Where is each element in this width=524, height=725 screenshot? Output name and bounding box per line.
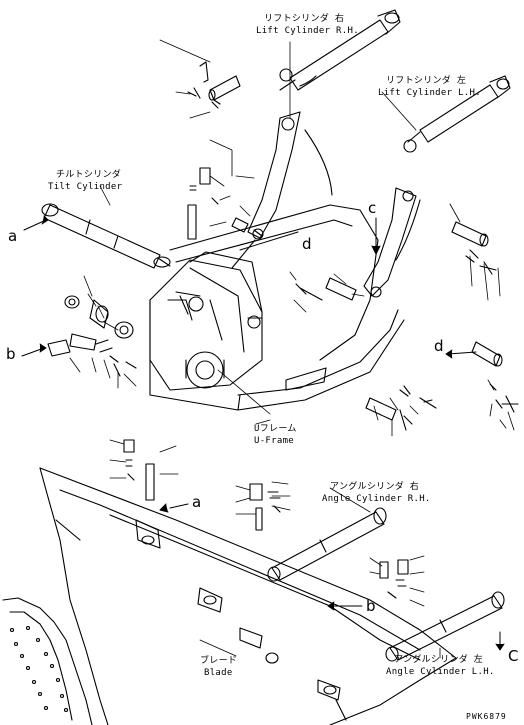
pins-upper: [187, 61, 263, 240]
angle-cylinder-rh-label-jp: アングルシリンダ 右: [330, 482, 420, 492]
angle-cylinder-lh: [385, 591, 505, 662]
callout-d-center: d: [302, 235, 312, 253]
callout-a-blade: a: [192, 493, 202, 511]
pins-blade: [123, 439, 409, 599]
callout-b-left: b: [6, 345, 16, 363]
blade-label-jp: ブレード: [200, 656, 238, 666]
angle-cylinder-rh-label-en: Angle Cylinder R.H.: [322, 494, 431, 504]
pins-right: [295, 221, 519, 431]
callout-d-right: d: [434, 337, 444, 355]
lift-arm-rh: [231, 111, 333, 269]
lift-cylinder-lh-label-jp: リフトシリンダ 左: [386, 76, 467, 86]
lift-cylinder-lh: [403, 75, 511, 153]
blade-label-en: Blade: [204, 668, 233, 678]
lift-cylinder-lh-label-en: Lift Cylinder L.H.: [378, 88, 481, 98]
lift-cylinder-rh-label-en: Lift Cylinder R.H.: [256, 26, 359, 36]
callout-a-left: a: [8, 227, 18, 245]
callout-c-upper: c: [368, 199, 377, 217]
tilt-cylinder-label-en: Tilt Cylinder: [48, 182, 123, 192]
callout-c-lower: C: [508, 647, 519, 665]
callout-arrows: [21, 215, 505, 651]
tilt-cylinder: [41, 203, 171, 269]
drawing-code: PWK6879: [466, 712, 507, 721]
blade: [2, 467, 457, 725]
angle-cylinder-lh-label-jp: アングルシリンダ 左: [394, 655, 484, 665]
pins-left: [47, 291, 201, 377]
angle-cylinder-lh-label-en: Angle Cylinder L.H.: [386, 667, 495, 677]
angle-cylinder-rh: [267, 507, 387, 582]
blade-edge-holes: [9, 625, 69, 713]
u-frame-label-jp: Uフレーム: [254, 424, 297, 434]
u-frame-label-en: U-Frame: [254, 436, 295, 446]
u-frame: [149, 204, 405, 411]
leader-lines: [69, 39, 515, 659]
callout-b-blade: b: [366, 597, 376, 615]
tilt-cylinder-label-jp: チルトシリンダ: [56, 170, 122, 180]
lift-cylinder-rh: [279, 9, 401, 91]
lift-cylinder-rh-label-jp: リフトシリンダ 右: [264, 14, 345, 24]
